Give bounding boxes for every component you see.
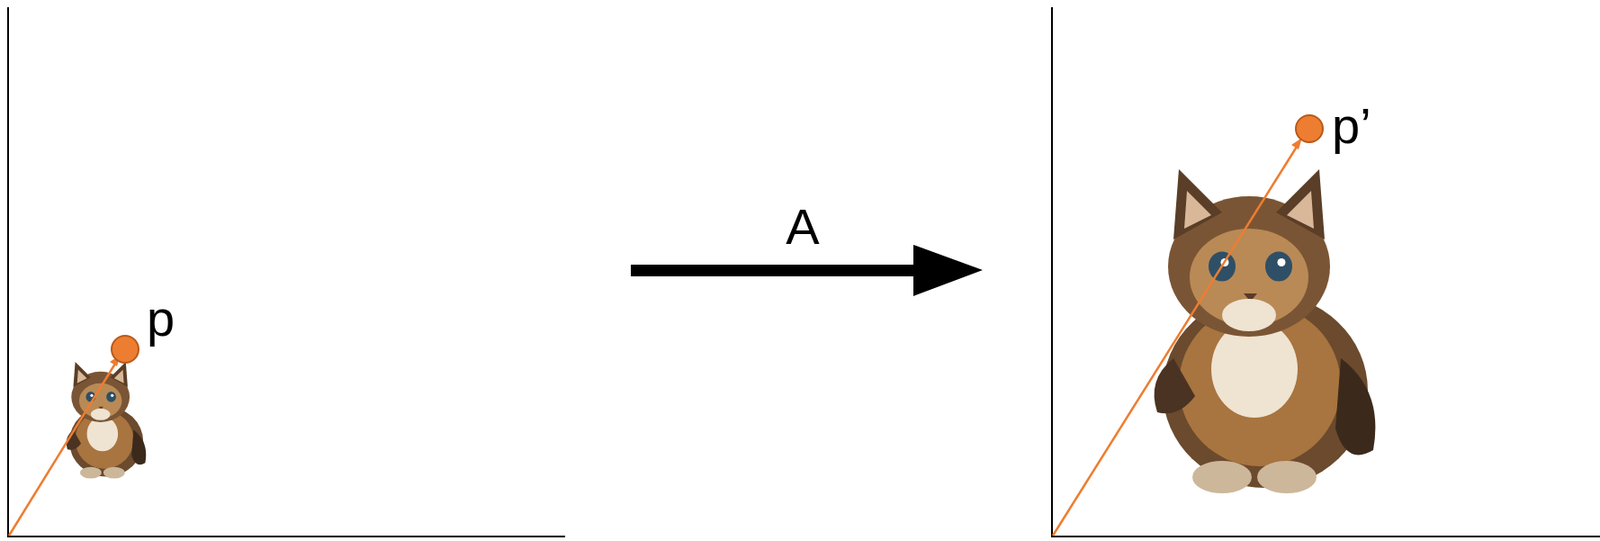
y-axis — [7, 7, 9, 537]
x-axis — [7, 535, 566, 538]
position-vector — [1052, 146, 1297, 536]
transform-arrow — [630, 264, 919, 277]
transform-label: A — [785, 201, 819, 252]
point-label: p — [146, 293, 175, 344]
y-axis — [1051, 7, 1053, 537]
position-vector — [8, 363, 116, 536]
point — [1295, 115, 1323, 143]
large-kitten — [1154, 169, 1376, 494]
arrow-head — [913, 244, 983, 297]
x-axis — [1051, 535, 1600, 538]
point-label: p’ — [1331, 100, 1372, 152]
point — [111, 335, 139, 363]
